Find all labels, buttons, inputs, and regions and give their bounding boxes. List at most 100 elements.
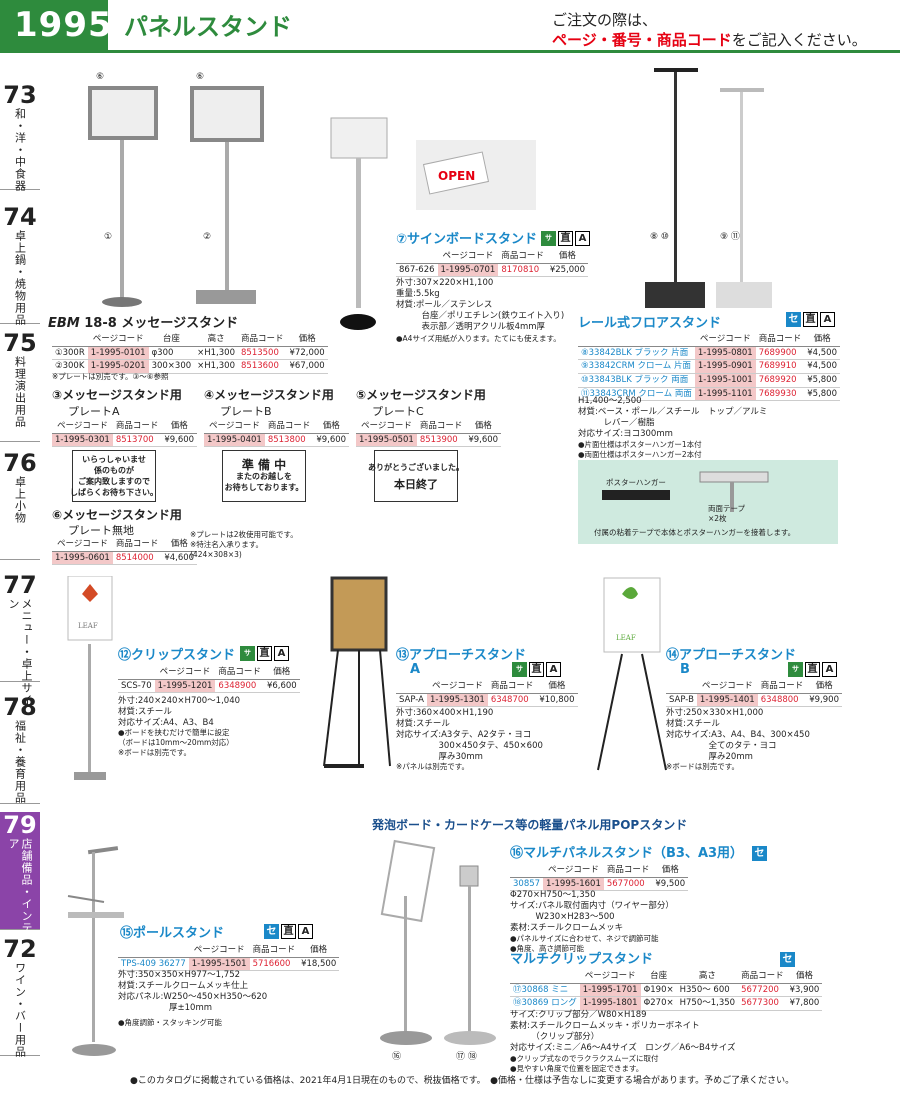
side-index-label: 卓上小物 xyxy=(13,476,27,524)
header-divider xyxy=(0,50,900,53)
size-badge-icon: サム xyxy=(541,231,556,255)
approach-a-title2: A xyxy=(410,662,421,677)
rail-stand-icons: セ 直 A xyxy=(786,312,835,327)
ebm-brand: EBM xyxy=(48,316,80,331)
side-index-73[interactable]: 73 和・洋・中食器 xyxy=(0,81,40,192)
open-sign-photo: OPEN xyxy=(416,140,536,210)
plate-b-sub: プレートB xyxy=(220,405,272,418)
side-index-num: 78 xyxy=(3,693,37,721)
sei-icon: セ xyxy=(752,846,767,861)
a-rank-icon: A xyxy=(820,312,835,327)
plate-blank-sub: プレート無地 xyxy=(68,524,134,537)
plate-c-big: 本日終了 xyxy=(394,478,438,491)
multi-panel-note: ●パネルサイズに合わせて、ネジで調節可能 ●角度、高さ調節可能 xyxy=(510,934,659,953)
side-index-label: 店舗備品・インテリア xyxy=(7,838,33,946)
pole-stand-illustration xyxy=(67,846,124,1056)
multi-panel-spec: Φ270×H750～1,350 サイズ:パネル取付面内寸（ワイヤー部分） W23… xyxy=(510,890,674,933)
pole-stand-title: ⑮ポールスタンド xyxy=(120,926,225,941)
plate-a-sub: プレートA xyxy=(68,405,120,418)
approach-a-spec: 外寸:360×400×H1,190 材質:スチール 対応サイズ:A3タテ、A2タ… xyxy=(396,708,543,762)
callout: ⑯ xyxy=(392,1052,402,1062)
pole-stand-icons: セ 直 A xyxy=(264,924,313,939)
sei-icon: セ xyxy=(780,952,795,967)
plate-b-title: ④メッセージスタンド用 xyxy=(204,388,334,402)
multi-panel-icons: セ xyxy=(752,846,767,861)
sign-board-note: ●A4サイズ用紙が入ります。たてにも使えます。 xyxy=(396,334,561,343)
rail-stand-title: レール式フロアスタンド xyxy=(578,316,722,331)
side-index-78[interactable]: 78 福祉・養育用品 xyxy=(0,694,40,804)
ebm-title: EBM 18-8 メッセージスタンド xyxy=(48,316,238,332)
callout: ② xyxy=(203,232,212,242)
approach-a-title: ⑬アプローチスタンド xyxy=(396,648,527,663)
side-index-num: 73 xyxy=(3,81,37,109)
order-note-tail: をご記入ください。 xyxy=(731,31,867,49)
size-badge-icon: サム xyxy=(512,662,527,686)
plate-blank-title: ⑥メッセージスタンド用 xyxy=(52,508,182,522)
size-badge-icon: サム xyxy=(788,662,803,686)
direct-icon: 直 xyxy=(805,662,820,677)
side-index-num: 75 xyxy=(3,329,37,357)
plate-c-title: ⑤メッセージスタンド用 xyxy=(356,388,486,402)
pop-section-title: 発泡ボード・カードケース等の軽量パネル用POPスタンド xyxy=(372,818,688,832)
direct-icon: 直 xyxy=(257,646,272,661)
side-index-label: メニュー・卓上サイン xyxy=(7,598,33,706)
callout: ⑥ xyxy=(196,72,205,82)
callout: ⑥ xyxy=(96,72,105,82)
approach-b-illustration: LEAF xyxy=(597,577,667,771)
side-index-num: 77 xyxy=(3,571,37,599)
approach-a-illustration xyxy=(323,576,391,768)
side-index-label: 和・洋・中食器 xyxy=(13,108,27,192)
pole-stand-spec: 外寸:350×350×H977～1,752 材質:スチールクロームメッキ仕上 対… xyxy=(118,970,268,1013)
sei-icon: セ xyxy=(786,312,801,327)
direct-icon: 直 xyxy=(529,662,544,677)
sign-board-illustration xyxy=(330,117,388,330)
poster-caption: 付属の粘着テープで本体とポスターハンガーを接着します。 xyxy=(594,528,796,537)
a-rank-icon: A xyxy=(575,231,590,246)
ebm-note: ※プレートは別売です。③～⑥参照 xyxy=(52,372,169,381)
direct-icon: 直 xyxy=(803,312,818,327)
side-index-76[interactable]: 76 卓上小物 xyxy=(0,450,40,560)
side-index-79[interactable]: 79 店舗備品・インテリア xyxy=(0,812,40,946)
a-rank-icon: A xyxy=(546,662,561,677)
plate-b-text: またのお越しを お待ちしております。 xyxy=(224,471,304,492)
plate-a-image: いらっしゃいませ 係のものが ご案内致しますので しばらくお待ち下さい。 xyxy=(70,450,158,502)
clip-stand-title: ⑫クリップスタンド xyxy=(118,648,236,663)
order-note-line1: ご注文の際は、 xyxy=(552,11,658,29)
side-index-74[interactable]: 74 卓上鍋・焼物用品 xyxy=(0,203,40,326)
side-index-num: 74 xyxy=(3,203,37,231)
side-index-label: 福祉・養育用品 xyxy=(13,720,27,804)
side-index-label: 料理演出用品 xyxy=(13,356,27,428)
clip-leaf-text: LEAF xyxy=(78,622,98,630)
a-rank-icon: A xyxy=(822,662,837,677)
side-index-72[interactable]: 72 ワイン・バー用品 xyxy=(0,936,40,1058)
side-index-75[interactable]: 75 料理演出用品 xyxy=(0,330,40,442)
approach-b-title: ⑭アプローチスタンド xyxy=(666,648,797,663)
page-number: 1995 xyxy=(0,0,112,50)
plate-c-text: ありがとうございました。 xyxy=(368,463,464,472)
approach-leaf-text: LEAF xyxy=(616,634,636,642)
direct-icon: 直 xyxy=(558,231,573,246)
approach-a-note: ※パネルは別売です。 xyxy=(396,762,470,771)
open-sign-text: OPEN xyxy=(438,169,475,183)
order-note: ご注文の際は、 ページ・番号・商品コードをご記入ください。 xyxy=(552,10,867,50)
side-index-77[interactable]: 77 メニュー・卓上サイン xyxy=(0,571,40,706)
approach-a-icons: サム 直 A xyxy=(512,662,561,686)
multi-clip-icons: セ xyxy=(780,952,795,967)
message-stand-illustration xyxy=(88,86,264,307)
